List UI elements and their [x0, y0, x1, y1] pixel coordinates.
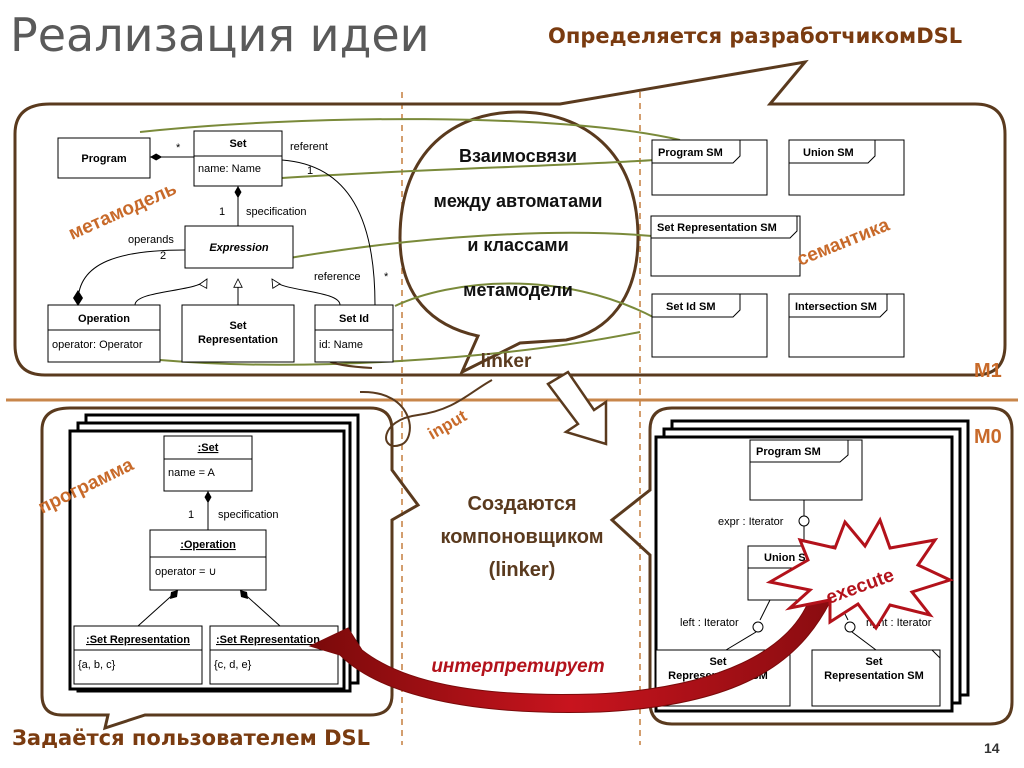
rt-expr-label: expr : Iterator	[718, 516, 784, 528]
mult-star-reference: *	[384, 271, 389, 283]
obj-operation-name: :Operation	[180, 539, 236, 551]
class-set-representation	[181, 304, 295, 363]
slide-title: Реализация идеи	[10, 8, 430, 62]
semantics-diagram: Program SM Union SM Set Representation S…	[650, 139, 905, 358]
class-expression	[184, 225, 294, 269]
level-m0: M0	[974, 426, 1002, 448]
interpret-arrow	[308, 597, 831, 713]
class-set-attr: name: Name	[198, 163, 261, 175]
rt-program-sm	[749, 439, 863, 501]
runtime-panel	[609, 406, 1014, 726]
obj-mult-one: 1	[188, 509, 194, 521]
page-number: 14	[984, 740, 1000, 756]
obj-operation-attr: operator = ∪	[155, 566, 217, 578]
role-operands: operands	[128, 234, 174, 246]
class-set	[193, 130, 283, 187]
sm-box-set-representation	[650, 215, 801, 277]
rt-rep-right-line2: Representation SM	[824, 670, 924, 682]
obj-role-specification: specification	[218, 509, 279, 521]
sm-intersection-name: Intersection SM	[795, 301, 877, 313]
top-panel	[13, 59, 1007, 377]
mult-one-ref: 1	[307, 165, 313, 177]
obj-set	[163, 435, 253, 492]
user-callout: Задаётся пользователем DSL	[12, 726, 371, 750]
center-line-1: Создаются	[467, 493, 576, 515]
sm-box-program	[651, 139, 768, 196]
class-expression-name: Expression	[209, 242, 269, 254]
execute-burst	[765, 516, 955, 631]
obj-set-representation-2	[209, 625, 339, 685]
rt-left-label: left : Iterator	[680, 617, 739, 629]
class-set-representation-line1: Set	[229, 320, 246, 332]
role-referent: referent	[290, 141, 328, 153]
obj-rep2-name: :Set Representation	[216, 634, 320, 646]
class-operation-attr: operator: Operator	[52, 339, 143, 351]
class-program	[57, 137, 151, 179]
sm-set-representation-name: Set Representation SM	[657, 222, 777, 234]
semantics-label: семантика	[794, 214, 893, 270]
class-operation-name: Operation	[78, 313, 130, 325]
program-object-diagram: :Set name = A 1 specification :Operation…	[73, 435, 339, 685]
obj-operation	[149, 529, 267, 591]
obj-rep1-name: :Set Representation	[86, 634, 190, 646]
metamodel-diagram: Program Set name: Name Expression Operat…	[47, 130, 394, 363]
class-set-name: Set	[229, 138, 246, 150]
obj-set-attr: name = A	[168, 467, 215, 479]
role-reference: reference	[314, 271, 360, 283]
linker-label: linker	[481, 351, 532, 372]
class-set-representation-line2: Representation	[198, 334, 278, 346]
class-set-id-attr: id: Name	[319, 339, 363, 351]
role-specification: specification	[246, 206, 307, 218]
obj-set-representation-1	[73, 625, 203, 685]
sm-box-intersection	[788, 293, 905, 358]
bubble-line-4: метамодели	[463, 280, 573, 300]
developer-callout: Определяется разработчикомDSL	[548, 24, 963, 48]
rt-rep-left-line1: Set	[709, 656, 726, 668]
level-m1: M1	[974, 360, 1002, 382]
class-operation	[47, 304, 161, 363]
mult-two: 2	[160, 250, 166, 262]
sm-union-name: Union SM	[803, 147, 854, 159]
obj-rep1-attr: {a, b, c}	[78, 659, 116, 671]
mult-one-spec: 1	[219, 206, 225, 218]
mult-star-program: *	[176, 142, 181, 154]
obj-set-name: :Set	[198, 442, 219, 454]
linker-arrow	[546, 370, 608, 446]
bubble-line-2: между автоматами	[434, 191, 603, 211]
relations-bubble	[398, 110, 640, 376]
green-connectors	[139, 118, 681, 366]
rt-program-sm-name: Program SM	[756, 446, 821, 458]
input-connector	[359, 379, 493, 447]
sm-program-name: Program SM	[658, 147, 723, 159]
class-set-id	[314, 304, 394, 363]
center-line-3: (linker)	[489, 559, 556, 581]
program-panel	[40, 406, 421, 731]
class-program-name: Program	[81, 153, 126, 165]
rt-union-sm-name: Union SM	[764, 552, 815, 564]
center-line-2: компоновщиком	[440, 526, 603, 548]
bubble-line-3: и классами	[467, 235, 568, 255]
class-set-id-name: Set Id	[339, 313, 369, 325]
obj-rep2-attr: {c, d, e}	[214, 659, 252, 671]
bubble-line-1: Взаимосвязи	[459, 146, 577, 166]
rt-rep-right-line1: Set	[865, 656, 882, 668]
sm-box-set-id	[651, 293, 768, 358]
interprets-label: интерпретирует	[431, 656, 604, 677]
sm-set-id-name: Set Id SM	[666, 301, 716, 313]
